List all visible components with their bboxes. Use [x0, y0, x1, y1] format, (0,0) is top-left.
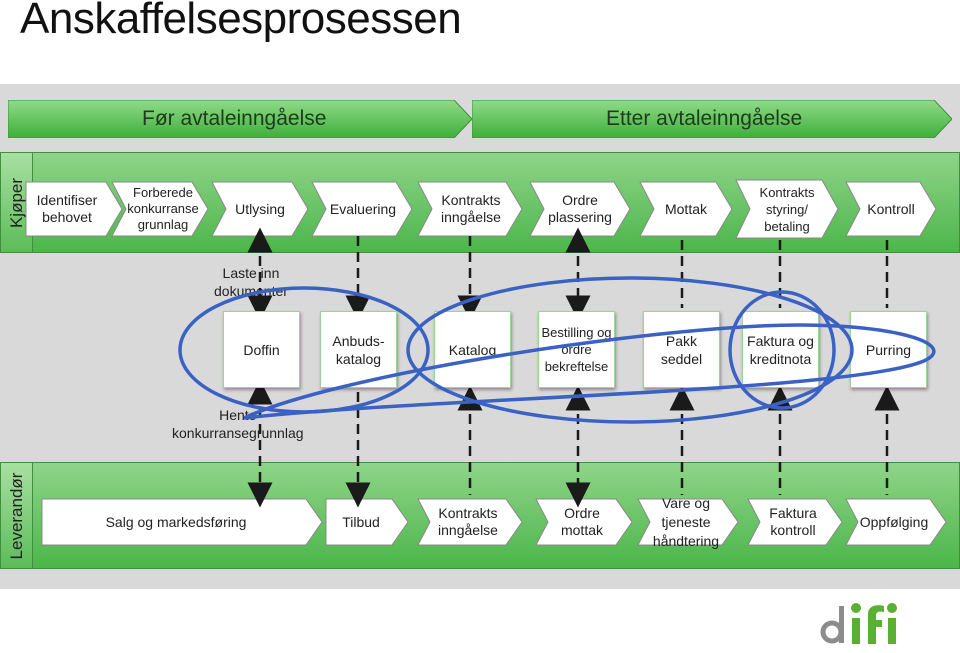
phase-before-arrow — [8, 100, 472, 138]
supplier-step: Oppfølging — [845, 498, 947, 546]
document-box: Katalog — [434, 311, 511, 388]
phase-after: Etter avtaleinngåelse — [472, 100, 952, 138]
supplier-step: Faktura kontroll — [747, 498, 843, 546]
buyer-step: Identifiser behovet — [25, 181, 123, 237]
buyer-step: Utlysing — [211, 181, 309, 237]
phase-before: Før avtaleinngåelse — [8, 100, 472, 138]
document-box: Anbuds- katalog — [320, 311, 397, 388]
supplier-step: Tilbud — [325, 498, 409, 546]
phase-after-label: Etter avtaleinngåelse — [606, 107, 803, 130]
supplier-step: Vare og tjeneste håndtering — [637, 495, 739, 549]
buyer-step: Kontrakts inngåelse — [417, 181, 523, 237]
buyer-step: Evaluering — [311, 181, 413, 237]
supplier-step: Kontrakts inngåelse — [417, 498, 523, 546]
note-upload: Laste inn dokumenter — [214, 265, 288, 299]
buyer-step: Ordre plassering — [529, 181, 631, 237]
document-box: Bestilling og ordre bekreftelse — [538, 311, 615, 388]
phase-after-arrow — [472, 100, 952, 138]
buyer-step: Kontrakts styring/ betaling — [735, 179, 839, 239]
note-fetch: Hente konkurransegrunnlag — [172, 407, 304, 441]
buyer-step: Forberede konkurranse grunnlag — [111, 181, 209, 237]
document-box: Faktura og kreditnota — [742, 311, 819, 388]
page-title: Anskaffelsesprosessen — [20, 0, 462, 43]
document-box: Pakk seddel — [643, 311, 720, 388]
difi-logo-icon — [820, 603, 897, 644]
phase-before-label: Før avtaleinngåelse — [142, 107, 327, 130]
document-box: Doffin — [223, 311, 300, 388]
buyer-step: Kontroll — [845, 181, 937, 237]
supplier-step: Ordre mottak — [535, 498, 633, 546]
supplier-lane-label: Leverandør — [1, 463, 33, 568]
document-box: Purring — [850, 311, 927, 388]
supplier-step: Salg og markedsføring — [41, 498, 323, 546]
buyer-step: Mottak — [639, 181, 733, 237]
